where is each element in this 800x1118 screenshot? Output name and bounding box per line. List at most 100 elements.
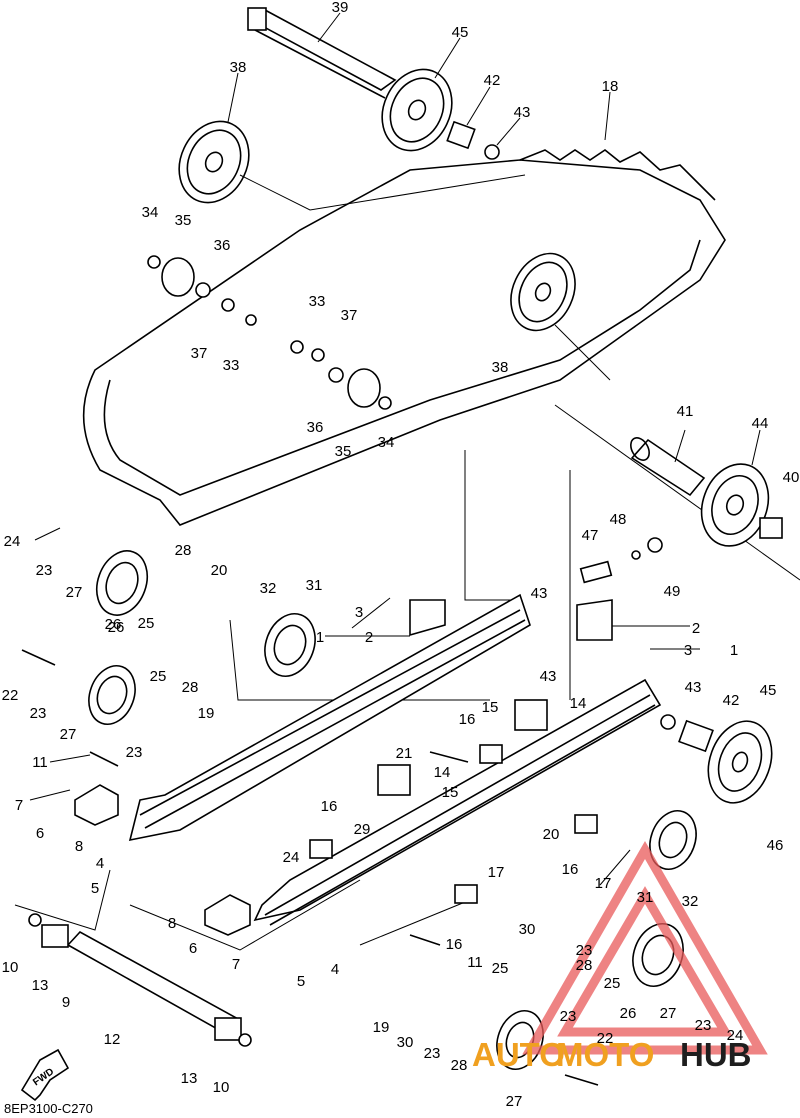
assembly-outline-lines: [14, 174, 800, 951]
callout-label: 15: [482, 699, 499, 716]
callout-label: 27: [66, 584, 83, 601]
idler-wheel-top-45: [381, 68, 453, 152]
callout-label: 22: [597, 1030, 614, 1047]
callout-label: 23: [560, 1008, 577, 1025]
callout-label: 8: [168, 915, 176, 932]
callout-label: 41: [677, 403, 694, 420]
callout-label: 11: [467, 954, 483, 971]
callout-label: 28: [451, 1057, 468, 1074]
callout-label: 26: [108, 619, 125, 636]
callout-label: 11: [32, 754, 48, 771]
callout-label: 3: [355, 604, 363, 621]
callout-label: 47: [582, 527, 599, 544]
collar-42-top: [446, 120, 476, 150]
collar-42-lower: [678, 719, 714, 753]
block-16-c: [454, 884, 478, 904]
wheel-31-lower: [649, 810, 697, 870]
callout-label: 25: [150, 668, 167, 685]
callout-label: 43: [540, 668, 557, 685]
callout-label: 28: [175, 542, 192, 559]
bolt-47: [579, 560, 613, 584]
callout-label: 27: [506, 1093, 523, 1110]
wheel-26-lower: [88, 665, 136, 725]
collar-41: [630, 437, 706, 497]
block-16-d: [574, 814, 598, 834]
callout-label: 27: [60, 726, 77, 743]
callout-label: 10: [213, 1079, 230, 1096]
callout-label: 2: [692, 620, 700, 637]
callout-label: 23: [576, 942, 593, 959]
stopper-14-left: [377, 764, 411, 796]
callout-label: 24: [4, 533, 21, 550]
callout-label: 23: [424, 1045, 441, 1062]
callout-label: 32: [260, 580, 277, 597]
callout-label: 16: [446, 936, 463, 953]
callout-label: 32: [682, 893, 699, 910]
callout-label: 1: [730, 642, 738, 659]
callout-label: 31: [306, 577, 323, 594]
callout-label: 28: [182, 679, 199, 696]
callout-label: 43: [685, 679, 702, 696]
washer-10-right: [238, 1033, 252, 1047]
callout-label: 28: [576, 957, 593, 974]
callout-label: 8: [75, 838, 83, 855]
callout-label: 24: [727, 1027, 744, 1044]
runner-tip-6-lower: [204, 894, 251, 936]
callout-label: 4: [331, 961, 339, 978]
callout-label: 14: [570, 695, 587, 712]
callout-label: 43: [531, 585, 548, 602]
callout-label: 21: [396, 745, 413, 762]
rear-axle-shaft: [247, 7, 397, 99]
callout-label: 15: [442, 784, 459, 801]
callout-label: 23: [695, 1017, 712, 1034]
callout-label: 7: [232, 956, 240, 973]
callout-label: 9: [62, 994, 70, 1011]
wheel-31-upper: [264, 613, 316, 677]
callout-label: 10: [2, 959, 19, 976]
callout-label: 36: [307, 419, 324, 436]
callout-label: 36: [214, 237, 231, 254]
callout-label: 34: [378, 434, 395, 451]
callout-label: 16: [562, 861, 579, 878]
callout-label: 33: [223, 357, 240, 374]
callout-label: 25: [492, 960, 509, 977]
track-belt: [82, 149, 726, 526]
callout-label: 46: [767, 837, 784, 854]
fwd-arrow-icon: FWD: [20, 1048, 70, 1102]
callout-label: 29: [354, 821, 371, 838]
bracket-2-left: [409, 599, 446, 637]
callout-label: 16: [459, 711, 476, 728]
callout-label: 2: [365, 629, 373, 646]
callout-label: 20: [211, 562, 228, 579]
callout-label: 1: [316, 629, 324, 646]
callout-label: 30: [397, 1034, 414, 1051]
idler-wheel-38-left: [178, 120, 250, 204]
callout-label: 34: [142, 204, 159, 221]
bolt-22-left: [21, 649, 56, 666]
callout-label: 6: [36, 825, 44, 842]
callout-label: 42: [484, 72, 501, 89]
callout-label: 31: [637, 889, 654, 906]
watermark-text-2: MOTO: [556, 1036, 654, 1073]
washer-10-left: [28, 913, 42, 927]
callout-label: 33: [309, 293, 326, 310]
callout-label: 22: [2, 687, 19, 704]
callout-label: 27: [660, 1005, 677, 1022]
callout-label: 23: [36, 562, 53, 579]
callout-label: 24: [283, 849, 300, 866]
callout-label: 38: [230, 59, 247, 76]
callout-label: 48: [610, 511, 627, 528]
callout-label: 7: [15, 797, 23, 814]
callout-label: 17: [488, 864, 505, 881]
callout-label: 18: [602, 78, 619, 95]
callout-label: 30: [519, 921, 536, 938]
catalog-code: 8EP3100-C270: [4, 1101, 93, 1116]
callout-label: 19: [373, 1019, 390, 1036]
hardware-34-37-left: [147, 255, 257, 326]
washer-43-top: [484, 144, 500, 160]
callout-label: 26: [620, 1005, 637, 1022]
callout-label: 45: [760, 682, 777, 699]
wheel-45-lower: [707, 720, 773, 804]
